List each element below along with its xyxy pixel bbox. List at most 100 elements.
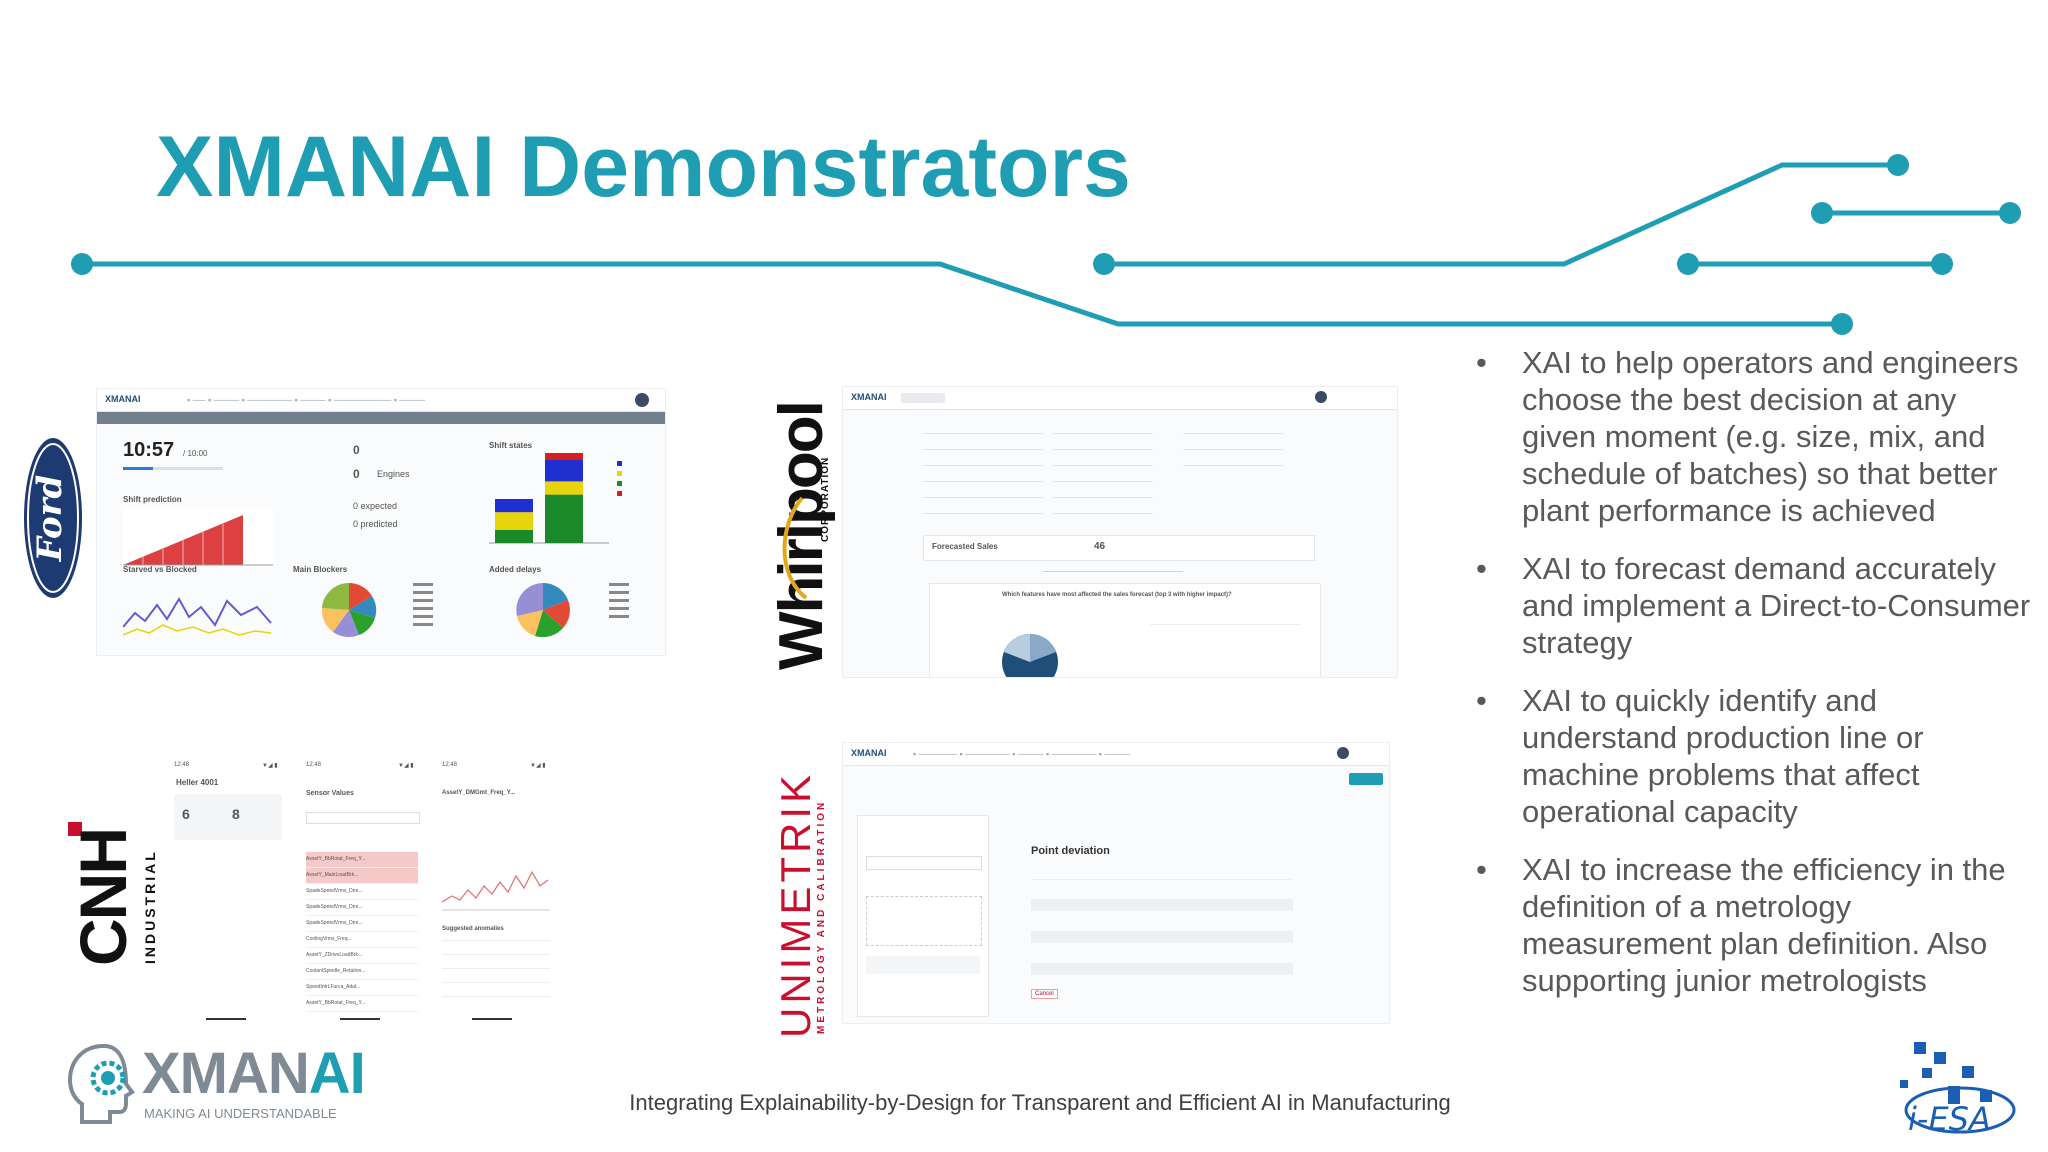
unimetrik-field-2[interactable] [1031,931,1293,943]
whirlpool-logo-subtext: CORPORATION [820,456,831,542]
cnh-metric-1: 6 [182,806,190,822]
unimetrik-dropzone[interactable] [866,896,982,946]
bullet-dot-icon: • [1476,551,1487,586]
cnh-screen-2: 12:48 ▼◢ ▮ Sensor Values AssetY_BbRotat_… [302,760,422,1020]
forecasted-sales-value: 46 [1094,541,1106,552]
bullet-item: • XAI to quickly identify and understand … [1472,682,2032,830]
cnh-sensor-row[interactable]: CoolingVrms_Freq... [306,932,418,948]
bullet-text: XAI to help operators and engineers choo… [1522,345,2019,528]
feature-impact-question: Which features have most affected the sa… [1002,592,1232,598]
cnh-screen1-title: Heller 4001 [176,778,219,787]
forecasted-sales-label: Forecasted Sales [932,542,998,551]
bullet-text: XAI to quickly identify and understand p… [1522,683,1924,829]
feature-impact-table [1150,624,1300,675]
xmanai-tagline: MAKING AI UNDERSTANDABLE [144,1106,337,1121]
shift-state-bar-segment [495,512,533,530]
cnh-sensor-row[interactable]: SpadeSpeedVrms_Dire... [306,900,418,916]
point-deviation-heading: Point deviation [1031,845,1110,857]
shift-state-bar-segment [495,499,533,513]
xmanai-mini-logo: XMANAI [851,748,887,758]
unimetrik-action-button[interactable] [1349,773,1383,785]
shift-state-bar-segment [545,459,583,482]
cnh-sensor-row[interactable]: SpadeSpeedVrms_Dire... [306,884,418,900]
cnh-sensor-row[interactable]: SpadeSpeedVrms_Dire... [306,916,418,932]
bullet-dot-icon: • [1476,852,1487,887]
unimetrik-logo-subtext: METROLOGY AND CALIBRATION [816,799,827,1034]
ford-nav-bar: XMANAI ▪ ── ▪ ──── ▪ ─────── ▪ ──── ▪ ──… [97,389,665,412]
unimetrik-app-screenshot: XMANAI ▪ ────── ▪ ─────── ▪ ──── ▪ ─────… [842,742,1390,1024]
cnh-logo: CNH INDUSTRIAL [66,820,160,966]
cnh-sensor-row[interactable]: AssetY_ZDriveLoadBrk... [306,948,418,964]
cnh-sensor-row[interactable]: AssetY_BbRotat_Freq_Y... [306,852,418,868]
added-delays-pie [516,583,629,638]
unimetrik-main-panel: Point deviation Cancel [1031,815,1373,1015]
iesa-logo-mark-icon: i-ESA [1900,1042,2016,1138]
shift-states-chart [489,453,622,544]
xmanai-head-gear-icon [67,1043,135,1124]
xmanai-mini-logo: XMANAI [105,394,141,404]
unimetrik-logo: UNIMETRIK METROLOGY AND CALIBRATION [772,768,832,1042]
ford-subheader [97,412,665,424]
shift-prediction-chart [123,507,273,567]
bullet-text: XAI to forecast demand accurately and im… [1522,551,2031,660]
feature-impact-card: Which features have most affected the sa… [929,583,1321,677]
main-blockers-pie [321,582,433,638]
cancel-button[interactable]: Cancel [1031,989,1058,999]
ford-logo-text: Ford [30,474,70,562]
ford-dashboard-screenshot: XMANAI ▪ ── ▪ ──── ▪ ─────── ▪ ──── ▪ ──… [96,388,666,656]
xmanai-mini-logo: XMANAI [851,392,887,402]
shift-prediction-label: Shift prediction [123,495,182,504]
avatar[interactable] [1337,747,1349,759]
unimetrik-file-item [866,956,980,974]
engines-label: Engines [377,469,410,479]
cnh-sensor-chart [442,870,550,911]
shift-time-total: / 10:00 [183,449,208,458]
cnh-app-screenshots: 12:48 ▼◢ ▮ Heller 4001 6 8 12:48 ▼◢ ▮ Se… [170,760,554,1022]
shift-state-bar-segment [545,494,583,543]
unimetrik-sidebar [857,815,989,1017]
cnh-suggested-label: Suggested anomalies [442,926,504,932]
cnh-sensor-filter[interactable] [306,812,420,824]
iesa-logo-text: i-ESA [1908,1100,1991,1138]
forecasted-sales-card: Forecasted Sales 46 [923,535,1315,561]
cnh-sensor-row[interactable]: AssetY_BbRotat_Freq_Y... [306,996,418,1012]
unimetrik-select[interactable] [866,856,982,870]
starved-blocked-chart [123,597,272,636]
bullet-item: • XAI to forecast demand accurately and i… [1472,550,2032,661]
unimetrik-field-1[interactable] [1031,899,1293,911]
shift-time: 10:57 [123,439,175,461]
expected-count: 0 expected [353,501,398,511]
bullet-item: •XAI to increase the efficiency in the d… [1472,851,2032,999]
cnh-screen-1: 12:48 ▼◢ ▮ Heller 4001 6 8 [170,760,286,1020]
ford-logo: Ford [24,438,82,598]
bullet-dot-icon: • [1476,683,1487,718]
engines-value: 0 [353,443,360,457]
avatar[interactable] [635,393,649,407]
shift-states-label: Shift states [489,441,533,450]
bullet-dot-icon: • [1476,345,1487,380]
xmanai-logo-text: XMANAI [142,1041,366,1106]
bullet-item: • XAI to help operators and engineers cho… [1472,344,2032,529]
cnh-sensor-row[interactable]: SpeedIntrLFurca_Adal... [306,980,418,996]
cnh-metric-2: 8 [232,806,240,822]
cnh-sensor-row[interactable]: AssetY_MainLoadBrk... [306,868,418,884]
starved-blocked-label: Starved vs Blocked [123,565,197,574]
whirlpool-tab[interactable] [901,393,945,403]
footer-tagline: Integrating Explainability-by-Design for… [629,1090,1451,1115]
shift-state-bar-segment [545,481,583,495]
added-delays-label: Added delays [489,565,542,574]
bullet-list: • XAI to help operators and engineers cho… [1472,344,2032,1020]
whirlpool-nav-bar: XMANAI [843,387,1397,410]
main-blockers-label: Main Blockers [293,565,348,574]
cnh-logo-text: CNH [66,829,140,966]
xmanai-logo: XMANAI MAKING AI UNDERSTANDABLE [64,1040,386,1126]
unimetrik-nav-bar: XMANAI ▪ ────── ▪ ─────── ▪ ──── ▪ ─────… [843,743,1389,766]
cnh-sensor-row[interactable]: CoolantSpindle_Rotation... [306,964,418,980]
unimetrik-field-3[interactable] [1031,963,1293,975]
whirlpool-logo: Whirlpool CORPORATION [766,402,838,670]
iesa-logo: i-ESA [1878,1038,2018,1146]
whirlpool-dashboard-screenshot: XMANAI Forecasted Sales 46 Which feature… [842,386,1398,678]
whirlpool-tabs[interactable] [1043,571,1183,572]
avatar[interactable] [1315,391,1327,403]
slide-title: XMANAI Demonstrators [156,119,1131,215]
